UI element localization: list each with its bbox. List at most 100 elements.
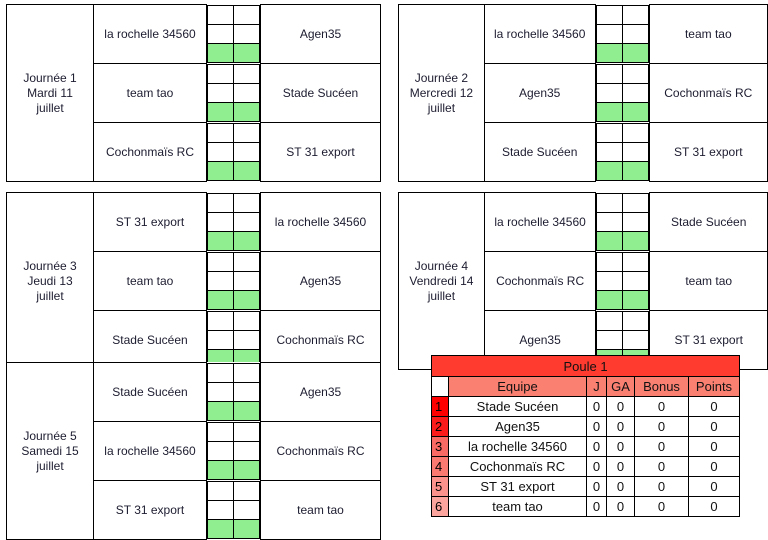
score-input-cell-highlight[interactable] [207, 401, 234, 421]
score-input-cell[interactable] [596, 212, 624, 232]
score-input-cell[interactable] [233, 193, 260, 213]
score-input-cell-highlight[interactable] [596, 231, 624, 251]
score-input-cell[interactable] [207, 142, 234, 162]
score-grid-cell [595, 251, 650, 311]
score-input-cell[interactable] [233, 363, 260, 383]
score-input-cell[interactable] [622, 212, 650, 232]
score-input-cell[interactable] [621, 24, 649, 44]
score-grid-cell [206, 63, 261, 123]
score-input-cell[interactable] [621, 64, 649, 84]
score-input-cell[interactable] [596, 311, 624, 331]
score-input-cell[interactable] [207, 481, 234, 501]
score-input-cell-highlight[interactable] [621, 43, 649, 63]
score-input-cell[interactable] [207, 441, 234, 461]
score-input-cell[interactable] [233, 422, 260, 442]
score-input-cell[interactable] [622, 311, 650, 331]
score-input-cell[interactable] [207, 363, 234, 383]
score-input-cell[interactable] [207, 252, 234, 272]
score-input-cell[interactable] [233, 142, 260, 162]
score-input-cell-highlight[interactable] [207, 161, 234, 181]
score-input-cell[interactable] [595, 123, 623, 143]
score-grid [207, 64, 260, 122]
score-input-cell-highlight[interactable] [621, 161, 649, 181]
score-input-cell[interactable] [596, 330, 624, 350]
score-input-cell[interactable] [621, 83, 649, 103]
score-input-cell[interactable] [621, 123, 649, 143]
score-input-cell[interactable] [207, 193, 234, 213]
score-input-cell[interactable] [233, 24, 260, 44]
score-input-cell[interactable] [207, 382, 234, 402]
score-input-cell-highlight[interactable] [595, 102, 623, 122]
score-grid [207, 193, 260, 251]
score-row-empty [207, 123, 260, 143]
score-input-cell-highlight[interactable] [233, 102, 260, 122]
score-input-cell-highlight[interactable] [233, 161, 260, 181]
team-name-cell: la rochelle 34560 [448, 436, 587, 457]
score-input-cell[interactable] [233, 212, 260, 232]
score-input-cell[interactable] [207, 311, 234, 331]
score-input-cell[interactable] [233, 271, 260, 291]
score-input-cell[interactable] [595, 142, 623, 162]
score-input-cell[interactable] [233, 252, 260, 272]
score-input-cell-highlight[interactable] [207, 102, 234, 122]
score-input-cell[interactable] [207, 422, 234, 442]
score-input-cell[interactable] [622, 252, 650, 272]
score-input-cell-highlight[interactable] [233, 43, 260, 63]
score-input-cell[interactable] [621, 5, 649, 25]
score-input-cell-highlight[interactable] [622, 290, 650, 310]
score-input-cell[interactable] [233, 441, 260, 461]
score-input-cell[interactable] [207, 123, 234, 143]
goal-average-cell: 0 [606, 436, 635, 457]
score-input-cell[interactable] [207, 271, 234, 291]
score-input-cell-highlight[interactable] [207, 519, 234, 539]
score-input-cell[interactable] [595, 64, 623, 84]
score-input-cell[interactable] [207, 330, 234, 350]
score-input-cell-highlight[interactable] [595, 161, 623, 181]
score-input-cell[interactable] [595, 5, 623, 25]
score-input-cell-highlight[interactable] [233, 401, 260, 421]
score-input-cell[interactable] [596, 193, 624, 213]
score-input-cell-highlight[interactable] [233, 460, 260, 480]
score-input-cell[interactable] [233, 382, 260, 402]
score-input-cell-highlight[interactable] [621, 102, 649, 122]
score-input-cell[interactable] [596, 252, 624, 272]
score-input-cell[interactable] [207, 83, 234, 103]
score-input-cell-highlight[interactable] [207, 43, 234, 63]
score-input-cell-highlight[interactable] [622, 231, 650, 251]
score-input-cell[interactable] [622, 193, 650, 213]
score-input-cell[interactable] [622, 271, 650, 291]
score-input-cell-highlight[interactable] [595, 43, 623, 63]
score-input-cell[interactable] [207, 5, 234, 25]
column-header-equipe: Equipe [448, 376, 587, 397]
score-input-cell-highlight[interactable] [207, 460, 234, 480]
score-input-cell[interactable] [233, 330, 260, 350]
score-input-cell-highlight[interactable] [596, 290, 624, 310]
score-input-cell[interactable] [596, 271, 624, 291]
score-input-cell[interactable] [207, 500, 234, 520]
score-input-cell[interactable] [207, 24, 234, 44]
score-input-cell[interactable] [207, 212, 234, 232]
score-row-highlight [595, 161, 649, 181]
score-input-cell[interactable] [621, 142, 649, 162]
score-input-cell[interactable] [233, 5, 260, 25]
score-input-cell[interactable] [233, 311, 260, 331]
score-input-cell-highlight[interactable] [207, 231, 234, 251]
score-input-cell-highlight[interactable] [233, 231, 260, 251]
played-cell: 0 [586, 456, 607, 477]
score-input-cell[interactable] [233, 64, 260, 84]
score-input-cell-highlight[interactable] [207, 290, 234, 310]
score-input-cell[interactable] [207, 64, 234, 84]
score-input-cell-highlight[interactable] [233, 290, 260, 310]
score-input-cell[interactable] [233, 83, 260, 103]
score-input-cell-highlight[interactable] [233, 519, 260, 539]
score-row-empty [595, 24, 649, 44]
score-input-cell[interactable] [595, 24, 623, 44]
score-input-cell[interactable] [233, 123, 260, 143]
score-input-cell[interactable] [233, 500, 260, 520]
score-input-cell[interactable] [622, 330, 650, 350]
score-row-empty [207, 330, 260, 350]
score-input-cell[interactable] [595, 83, 623, 103]
score-input-cell[interactable] [233, 481, 260, 501]
